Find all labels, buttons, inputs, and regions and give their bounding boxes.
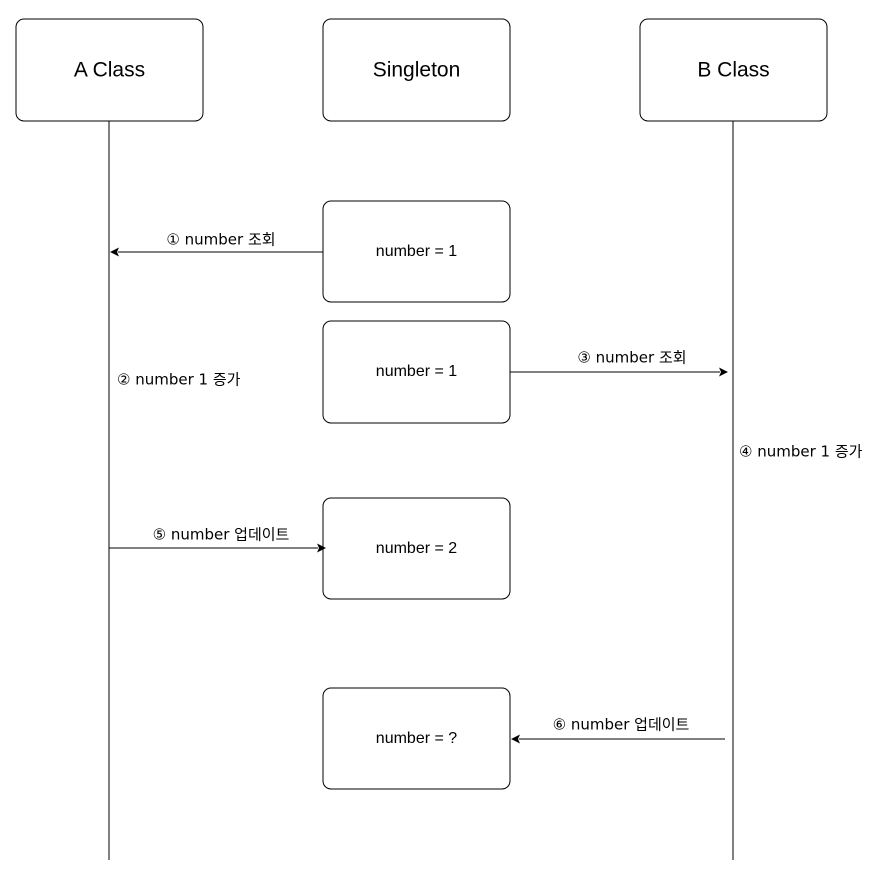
- message-5: ⑤ number 업데이트: [109, 526, 326, 553]
- participant-singleton: Singleton: [322, 18, 511, 122]
- participant-b-class-box: [639, 18, 828, 122]
- state-box-4-rect: [322, 687, 511, 790]
- state-box-2: number = 1: [322, 320, 511, 424]
- message-1-arrow-head: [110, 247, 119, 257]
- state-box-4-label: number = ?: [376, 730, 457, 747]
- participant-a-class-label: A Class: [74, 59, 145, 82]
- message-3-arrow-head: [719, 367, 728, 377]
- message-1-label: ① number 조회: [166, 231, 275, 249]
- state-box-2-label: number = 1: [376, 363, 457, 380]
- state-box-3-label: number = 2: [376, 540, 457, 557]
- state-box-4: number = ?: [322, 687, 511, 790]
- state-box-1-label: number = 1: [376, 243, 457, 260]
- participant-a-class: A Class: [15, 18, 204, 122]
- message-3: ③ number 조회: [510, 349, 728, 377]
- message-1: ① number 조회: [110, 231, 323, 257]
- participant-singleton-label: Singleton: [373, 59, 461, 82]
- message-5-label: ⑤ number 업데이트: [153, 526, 290, 544]
- state-box-1: number = 1: [322, 200, 511, 303]
- message-4-label: ④ number 1 증가: [739, 443, 863, 461]
- message-6: ⑥ number 업데이트: [511, 716, 725, 744]
- message-2-label: ② number 1 증가: [117, 371, 241, 389]
- participant-singleton-box: [322, 18, 511, 122]
- state-box-3: number = 2: [322, 497, 511, 600]
- message-3-label: ③ number 조회: [577, 349, 686, 367]
- message-6-label: ⑥ number 업데이트: [553, 716, 690, 734]
- participant-b-class: B Class: [639, 18, 828, 122]
- participant-a-class-box: [15, 18, 204, 122]
- message-6-arrow-head: [511, 734, 520, 744]
- message-5-arrow-head: [317, 543, 326, 553]
- participant-b-class-label: B Class: [697, 59, 769, 82]
